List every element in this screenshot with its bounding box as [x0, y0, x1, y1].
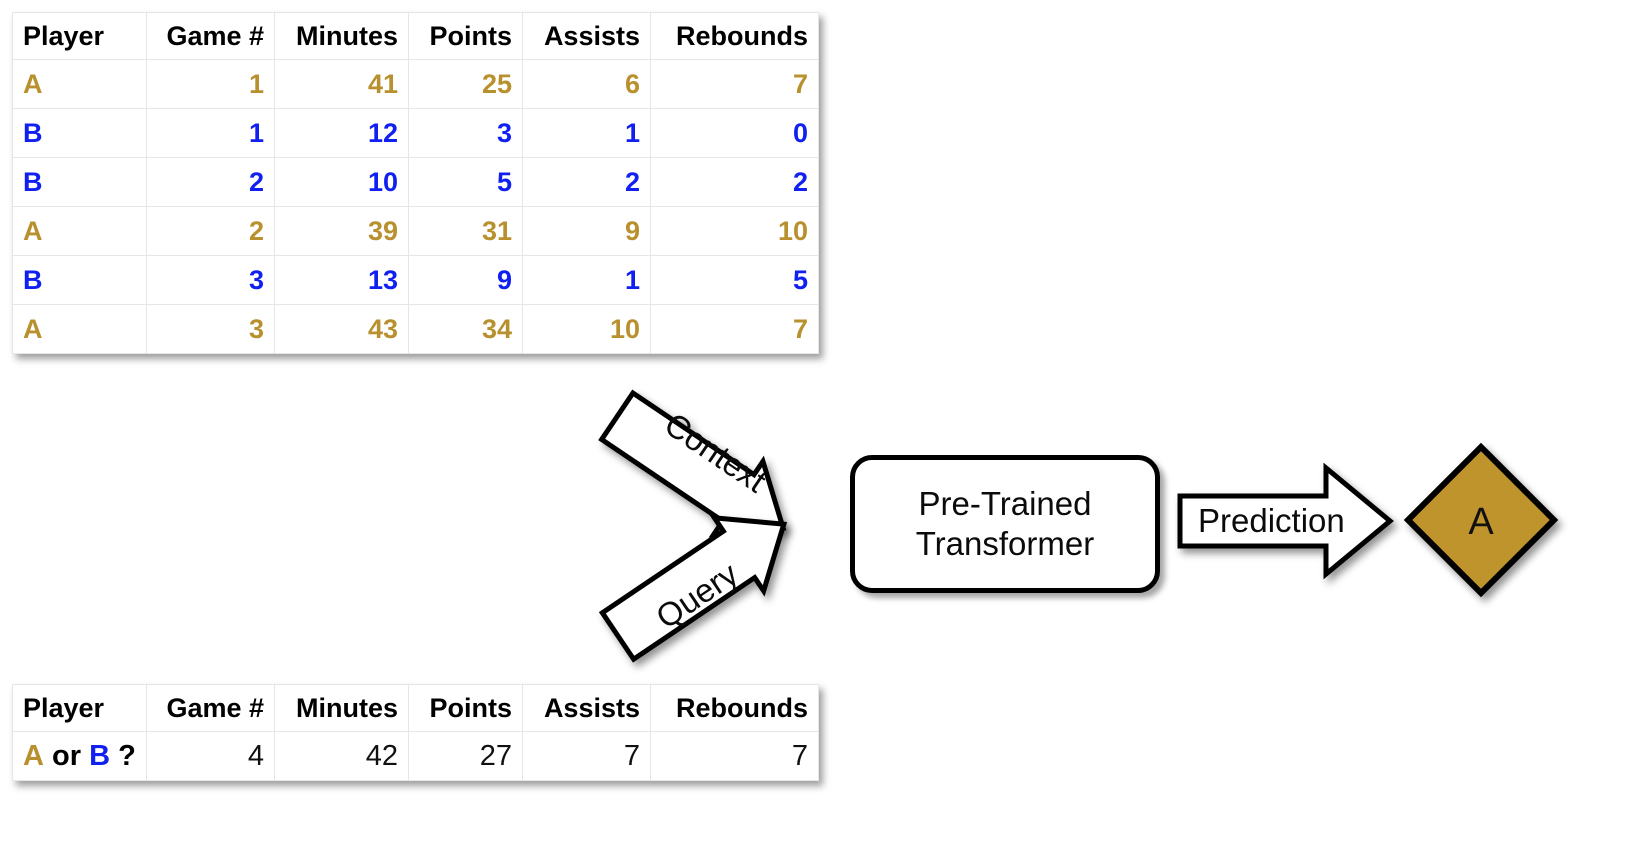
cell-game: 1 — [146, 108, 275, 158]
cell-points: 25 — [408, 59, 523, 109]
table-row: A 3 43 34 10 7 — [12, 304, 819, 354]
cell-assists: 7 — [522, 731, 651, 781]
question-token: ? — [118, 739, 136, 772]
table-row: B 3 13 9 1 5 — [12, 255, 819, 305]
query-arrow: Query — [598, 514, 788, 663]
cell-player-query: A or B ? — [12, 731, 147, 781]
cell-points: 27 — [408, 731, 523, 781]
prediction-arrow-shape — [1177, 462, 1394, 580]
col-header-player: Player — [12, 12, 147, 60]
cell-player: A — [12, 304, 147, 354]
table-row: A 2 39 31 9 10 — [12, 206, 819, 256]
player-b-token: B — [89, 739, 111, 772]
query-arrow-shape — [598, 514, 788, 663]
cell-game: 3 — [146, 255, 275, 305]
col-header-rebounds: Rebounds — [650, 12, 819, 60]
prediction-value: A — [1468, 501, 1494, 543]
diamond-shape — [1403, 442, 1559, 598]
cell-rebounds: 10 — [650, 206, 819, 256]
transformer-box: Pre-Trained Transformer — [850, 455, 1160, 593]
table-header-row: Player Game # Minutes Points Assists Reb… — [12, 12, 819, 60]
col-header-player: Player — [12, 684, 147, 732]
cell-points: 5 — [408, 157, 523, 207]
col-header-minutes: Minutes — [274, 684, 409, 732]
cell-minutes: 41 — [274, 59, 409, 109]
cell-assists: 9 — [522, 206, 651, 256]
table-header-row: Player Game # Minutes Points Assists Reb… — [12, 684, 819, 732]
cell-assists: 6 — [522, 59, 651, 109]
col-header-game: Game # — [146, 12, 275, 60]
cell-rebounds: 7 — [650, 731, 819, 781]
cell-game: 1 — [146, 59, 275, 109]
cell-assists: 10 — [522, 304, 651, 354]
cell-assists: 2 — [522, 157, 651, 207]
prediction-arrow: Prediction — [1177, 462, 1394, 580]
cell-player: A — [12, 206, 147, 256]
table-row: B 1 12 3 1 0 — [12, 108, 819, 158]
transformer-label: Pre-Trained Transformer — [915, 484, 1095, 562]
cell-rebounds: 7 — [650, 59, 819, 109]
col-header-points: Points — [408, 684, 523, 732]
cell-assists: 1 — [522, 255, 651, 305]
cell-game: 2 — [146, 157, 275, 207]
col-header-game: Game # — [146, 684, 275, 732]
cell-points: 3 — [408, 108, 523, 158]
or-token — [44, 740, 52, 772]
cell-minutes: 39 — [274, 206, 409, 256]
cell-minutes: 13 — [274, 255, 409, 305]
space-token-2 — [110, 740, 118, 772]
cell-rebounds: 5 — [650, 255, 819, 305]
table-row: B 2 10 5 2 2 — [12, 157, 819, 207]
cell-minutes: 10 — [274, 157, 409, 207]
cell-points: 34 — [408, 304, 523, 354]
cell-player: B — [12, 157, 147, 207]
prediction-arrow-label: Prediction — [1198, 502, 1345, 539]
cell-player: A — [12, 59, 147, 109]
cell-rebounds: 7 — [650, 304, 819, 354]
space-token — [81, 740, 89, 772]
cell-player: B — [12, 255, 147, 305]
table-row: A 1 41 25 6 7 — [12, 59, 819, 109]
cell-rebounds: 0 — [650, 108, 819, 158]
table-row: A or B ? 4 42 27 7 7 — [12, 731, 819, 781]
cell-player: B — [12, 108, 147, 158]
cell-rebounds: 2 — [650, 157, 819, 207]
cell-game: 2 — [146, 206, 275, 256]
cell-assists: 1 — [522, 108, 651, 158]
player-a-token: A — [23, 739, 44, 772]
query-table: Player Game # Minutes Points Assists Reb… — [12, 684, 819, 781]
col-header-rebounds: Rebounds — [650, 684, 819, 732]
cell-minutes: 43 — [274, 304, 409, 354]
col-header-assists: Assists — [522, 684, 651, 732]
cell-points: 31 — [408, 206, 523, 256]
cell-minutes: 42 — [274, 731, 409, 781]
cell-game: 4 — [146, 731, 275, 781]
cell-minutes: 12 — [274, 108, 409, 158]
prediction-diamond: A — [1403, 442, 1559, 598]
or-word: or — [52, 739, 82, 772]
context-arrow: Context — [598, 389, 787, 538]
col-header-points: Points — [408, 12, 523, 60]
cell-points: 9 — [408, 255, 523, 305]
col-header-assists: Assists — [522, 12, 651, 60]
context-table: Player Game # Minutes Points Assists Reb… — [12, 12, 819, 354]
col-header-minutes: Minutes — [274, 12, 409, 60]
cell-game: 3 — [146, 304, 275, 354]
